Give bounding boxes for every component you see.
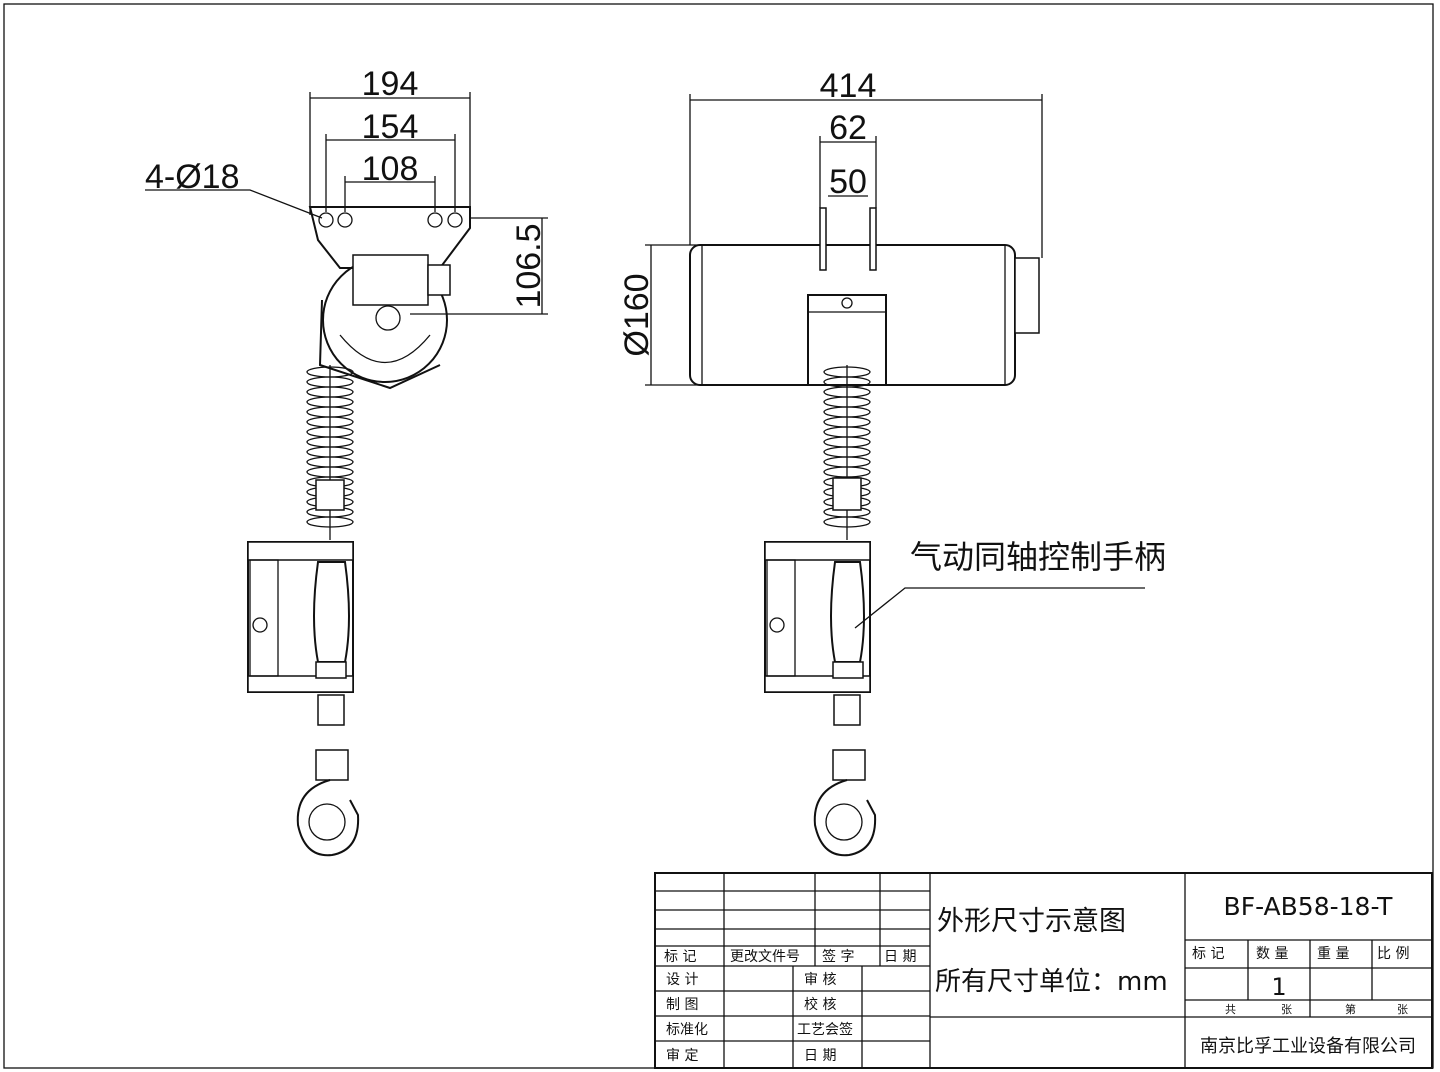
callout-leader	[854, 587, 1145, 629]
end-cap-fitting	[1014, 257, 1040, 334]
drum-arc	[339, 334, 431, 364]
dim-160: Ø160	[618, 273, 656, 356]
info-header-weight: 重 量	[1317, 946, 1349, 962]
side-dimension-lines	[145, 92, 548, 315]
valve-fitting	[427, 264, 451, 296]
grip	[830, 561, 865, 663]
info-header-qty: 数 量	[1256, 946, 1288, 962]
dim-414: 414	[820, 67, 877, 105]
model-number: BF-AB58-18-T	[1224, 892, 1394, 921]
sheet-total-label: 共	[1225, 1003, 1236, 1016]
drawing-title: 外形尺寸示意图	[937, 906, 1126, 937]
bracket-left	[819, 207, 827, 271]
hook-block	[315, 749, 349, 781]
row-date: 日 期	[804, 1048, 836, 1064]
row-process: 工艺会签	[797, 1021, 853, 1038]
title-block: 标 记 更改文件号 签 字 日 期 设 计 审 核 制 图 校 核 标准化 工艺…	[654, 872, 1433, 1069]
front-dimension-lines	[645, 94, 1043, 386]
front-view: 414 62 50 Ø160 气动同轴控制手柄	[618, 67, 1166, 857]
sheet-current-unit: 张	[1397, 1003, 1408, 1016]
quantity-value: 1	[1271, 973, 1286, 1001]
dim-154: 154	[362, 108, 419, 146]
spring-connector	[832, 477, 862, 511]
dim-108: 108	[362, 150, 419, 188]
grip	[313, 561, 350, 663]
hook	[296, 779, 360, 857]
rev-header-date: 日 期	[884, 949, 916, 965]
info-header-scale: 比 例	[1377, 946, 1409, 962]
rev-header-sign: 签 字	[822, 948, 854, 965]
rev-header-doc: 更改文件号	[730, 949, 800, 965]
spring-connector	[315, 479, 345, 511]
row-approve: 审 定	[666, 1048, 698, 1064]
bracket-right	[869, 207, 877, 271]
cylinder-body	[689, 244, 1016, 386]
swivel	[317, 694, 345, 726]
drum-hub	[375, 305, 401, 331]
dim-106-5: 106.5	[510, 223, 548, 308]
dim-holes: 4-Ø18	[145, 158, 240, 196]
row-check: 校 核	[804, 996, 836, 1013]
row-draw: 制 图	[666, 997, 698, 1013]
valve-block	[352, 254, 429, 306]
row-standard: 标准化	[666, 1022, 708, 1038]
company-name: 南京比孚工业设备有限公司	[1200, 1036, 1416, 1057]
row-review: 审 核	[804, 972, 836, 988]
callout-label: 气动同轴控制手柄	[910, 538, 1166, 576]
dim-50: 50	[829, 163, 867, 201]
row-design: 设 计	[666, 972, 698, 988]
hook-block	[832, 749, 866, 781]
handle-button	[252, 617, 268, 633]
sheet-current-label: 第	[1345, 1002, 1356, 1016]
side-view: 194 154 108 4-Ø18 106.5	[145, 65, 548, 857]
dim-62: 62	[829, 109, 867, 147]
drum-housing	[318, 299, 441, 390]
swivel	[833, 694, 861, 726]
hook	[813, 779, 877, 857]
rev-header-mark: 标 记	[664, 949, 696, 965]
handle-button	[769, 617, 785, 633]
sheet-total-unit: 张	[1281, 1003, 1292, 1016]
dim-194: 194	[362, 65, 419, 103]
mounting-holes	[318, 212, 463, 228]
info-header-mark: 标 记	[1192, 946, 1224, 962]
unit-note: 所有尺寸单位：mm	[935, 967, 1168, 997]
